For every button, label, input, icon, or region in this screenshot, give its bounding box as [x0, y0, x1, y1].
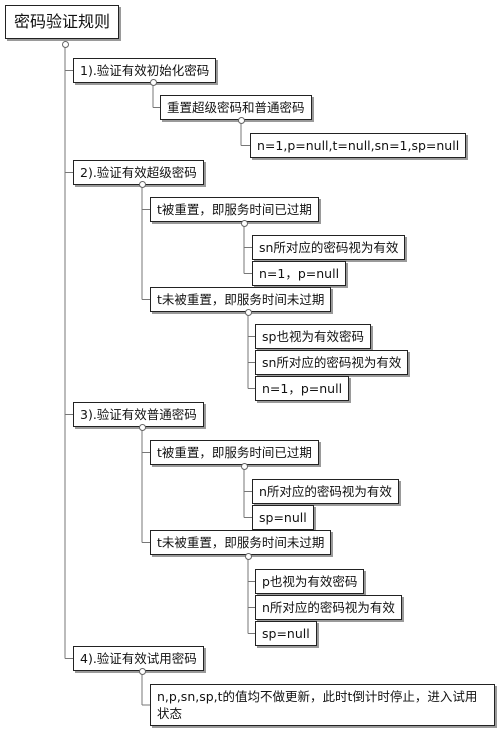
- collapse-dot-section-4: [139, 668, 146, 675]
- section-3-branch-2: t未被重置，即服务时间未过期: [150, 530, 332, 555]
- collapse-dot-section-1-branch-1: [238, 117, 245, 124]
- section-2-branch-2-leaf-2: sn所对应的密码视为有效: [255, 350, 409, 375]
- section-2-branch-2: t未被重置，即服务时间未过期: [150, 287, 332, 312]
- collapse-dot-section-2-branch-2: [245, 309, 252, 316]
- section-1-branch-1-leaf-1: n=1,p=null,t=null,sn=1,sp=null: [250, 133, 467, 158]
- section-2-branch-1-leaf-2: n=1，p=null: [252, 261, 347, 286]
- collapse-dot-root: [62, 41, 69, 48]
- collapse-dot-section-1: [150, 79, 157, 86]
- section-3-branch-2-leaf-1: p也视为有效密码: [255, 569, 365, 594]
- section-1-branch-1: 重置超级密码和普通密码: [160, 95, 312, 120]
- section-3-branch-1-leaf-1: n所对应的密码视为有效: [252, 479, 399, 504]
- section-2-branch-1-leaf-1: sn所对应的密码视为有效: [252, 235, 406, 260]
- collapse-dot-section-3: [139, 424, 146, 431]
- section-1-label: 1).验证有效初始化密码: [73, 58, 217, 83]
- collapse-dot-section-3-branch-1: [241, 463, 248, 470]
- section-2-label: 2).验证有效超级密码: [73, 160, 204, 185]
- section-3-branch-1: t被重置，即服务时间已过期: [150, 440, 319, 465]
- collapse-dot-section-2-branch-1: [241, 220, 248, 227]
- collapse-dot-section-3-branch-2: [245, 553, 252, 560]
- section-2-branch-2-leaf-1: sp也视为有效密码: [255, 324, 371, 349]
- collapse-dot-section-2: [139, 181, 146, 188]
- section-3-branch-2-leaf-2: n所对应的密码视为有效: [255, 595, 402, 620]
- root-title: 密码验证规则: [5, 5, 120, 39]
- section-3-branch-2-leaf-3: sp=null: [255, 621, 317, 646]
- section-3-branch-1-leaf-2: sp=null: [252, 505, 314, 530]
- section-4-branch-1: n,p,sn,sp,t的值均不做更新，此时t倒计时停止，进入试用状态: [150, 684, 495, 726]
- section-4-label: 4).验证有效试用密码: [73, 646, 204, 671]
- section-2-branch-1: t被重置，即服务时间已过期: [150, 197, 319, 222]
- section-3-label: 3).验证有效普通密码: [73, 402, 204, 427]
- section-2-branch-2-leaf-3: n=1，p=null: [255, 376, 350, 401]
